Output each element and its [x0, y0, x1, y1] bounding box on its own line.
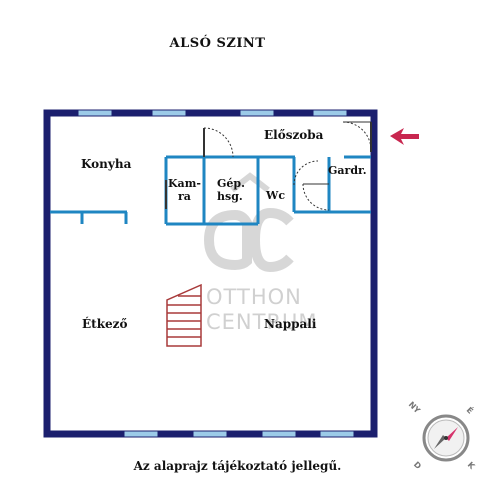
- watermark-line2: CENTRUM: [206, 310, 318, 334]
- kamra-line-2: ra: [177, 190, 191, 203]
- doors: [165, 121, 372, 211]
- compass-icon: [422, 414, 470, 462]
- room-label-kamra: Kam- ra: [168, 177, 201, 203]
- gephsg-line-2: hsg.: [217, 190, 243, 203]
- watermark-logo: [203, 172, 294, 273]
- entrance-arrow-icon: [390, 128, 419, 145]
- room-label-etkezo: Étkező: [82, 317, 128, 331]
- stairs: [166, 283, 202, 347]
- floor-title: ALSÓ SZINT: [169, 36, 266, 51]
- windows-bottom: [123, 430, 355, 438]
- room-label-konyha: Konyha: [81, 157, 132, 171]
- inner-walls: [50, 155, 371, 226]
- room-label-wc: Wc: [266, 189, 286, 202]
- room-label-nappali: Nappali: [264, 317, 317, 331]
- kamra-line-1: Kam-: [168, 177, 201, 190]
- room-label-eloszoba: Előszoba: [264, 128, 324, 142]
- gephsg-line-1: Gép.: [217, 177, 245, 190]
- disclaimer-note: Az alaprajz tájékoztató jellegű.: [133, 459, 342, 473]
- watermark-line1: OTTHON: [206, 285, 302, 309]
- windows-top: [77, 109, 348, 117]
- room-label-gephsg: Gép. hsg.: [217, 177, 245, 203]
- room-label-gardr: Gardr.: [328, 164, 367, 177]
